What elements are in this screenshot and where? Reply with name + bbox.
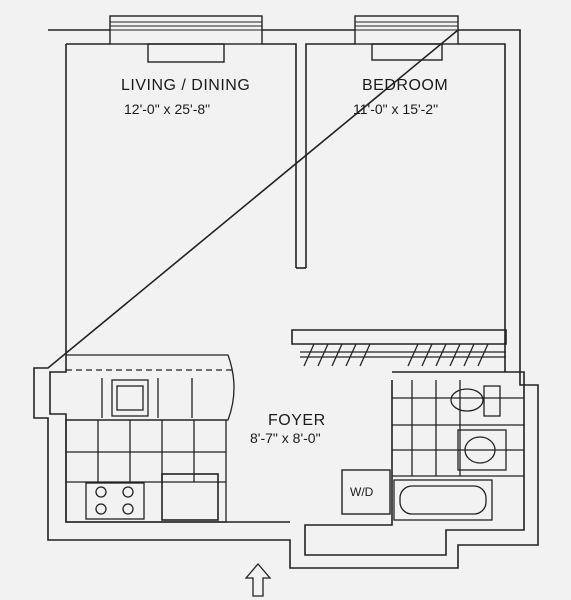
window-bedroom [354,15,459,61]
washer-dryer-label: W/D [350,485,374,499]
living-dining-dimensions: 12'-0" x 25'-8" [124,101,211,117]
window-living [109,15,263,63]
bedroom-label: BEDROOM [362,77,449,94]
bathroom [392,380,524,521]
bedroom-dimensions: 11'-0" x 15'-2" [353,101,439,117]
kitchen [65,354,235,523]
up-arrow-icon [244,563,272,597]
foyer-label: FOYER [268,412,326,429]
washer-dryer [341,469,391,515]
closet-hatch [300,343,506,367]
living-dining-label: LIVING / DINING [121,77,251,94]
foyer-dimensions: 8'-7" x 8'-0" [250,430,321,446]
